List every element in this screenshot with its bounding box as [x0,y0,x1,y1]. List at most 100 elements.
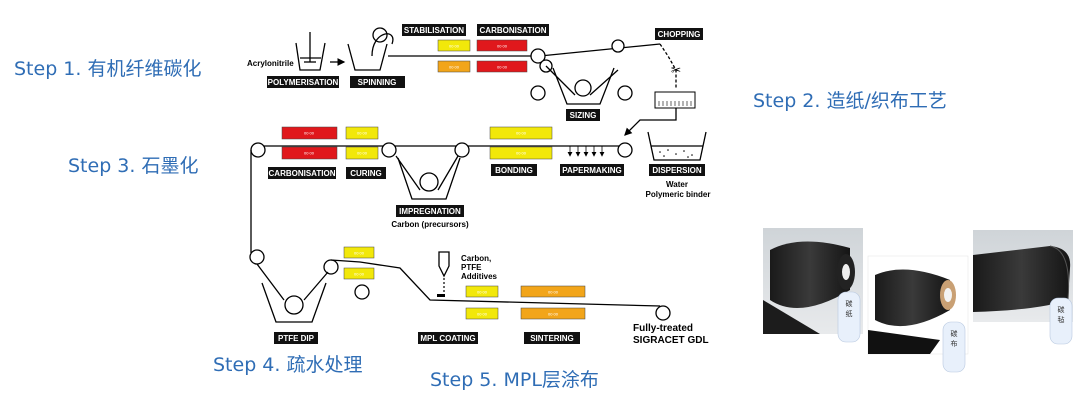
roller [381,142,397,158]
roller [530,48,546,64]
chopping-box [655,28,703,40]
spinning-label: SPINNING [358,78,397,87]
ptfe-oven-2 [343,267,375,280]
bonding-box [491,164,537,176]
ptfe-dip-bath [256,263,329,323]
final-label-1: Fully-treated [633,323,693,334]
acrylonitrile-label: Acrylonitrile [247,59,294,68]
oven-text: 00 00 [304,151,315,156]
oven-text: 00 00 [497,65,508,70]
binder-label: Polymeric binder [646,190,711,199]
chopping-path [659,43,677,88]
sizing-label: SIZING [570,111,597,120]
polymerisation-vessel [295,32,326,71]
oven-text: 00 00 [354,251,365,256]
carbon-cloth-photo: 碳 布 [867,255,969,373]
oven-text: 00 00 [548,312,559,317]
curing-oven-1 [345,126,379,140]
ptfe-dip-box [274,332,318,344]
step-2-label: Step 2. 造纸/织布工艺 [753,90,947,112]
carbonisation-top-label: CARBONISATION [480,26,547,35]
oven-text: 00 00 [354,272,365,277]
chopped-fiber-marks [658,101,692,106]
additive-label-2: PTFE [461,263,482,272]
roller [354,284,370,300]
oven-text: 00 00 [497,44,508,49]
carbonisation-mid-box [268,167,336,179]
bonding-oven-2 [489,146,553,160]
oven-text: 00 00 [449,44,460,49]
feed-arrow [624,108,677,136]
oven-text: 00 00 [477,290,488,295]
oven-text: 00 00 [477,312,488,317]
carbonisation-top-box [477,24,549,36]
mpl-coating-label: MPL COATING [420,334,475,343]
roller [611,39,625,53]
chopped-fibers [654,91,696,109]
paper-caption-2: 纸 [846,309,853,318]
sintering-oven-1 [520,285,586,298]
mpl-oven-2 [465,307,499,320]
impregnation-label: IMPREGNATION [399,207,461,216]
additive-dispenser [437,251,450,297]
oven-text: 00 00 [516,131,527,136]
impregnation-box [396,205,464,217]
ptfe-oven-1 [343,246,375,259]
additive-label-1: Carbon, [461,254,491,263]
impregnation-bath [395,155,461,200]
water-label: Water [666,180,688,189]
sizing-box [566,109,600,121]
mpl-oven-1 [465,285,499,298]
final-label-2: SIGRACET GDL [633,335,709,346]
oven-text: 00 00 [516,151,527,156]
additive-label-3: Additives [461,272,498,281]
spinning-box [350,76,405,88]
curing-label: CURING [350,169,382,178]
web-line-bottom [330,259,661,307]
carbonisation-mid-label: CARBONISATION [269,169,336,178]
papermaking-box [560,164,624,176]
paper-caption-1: 碳 [846,299,853,308]
carbonisation-top-oven-2 [476,60,528,73]
felt-caption-2: 毡 [1058,315,1065,324]
roller [323,259,339,275]
dispersion-box [649,164,705,176]
carbon-precursors-label: Carbon (precursors) [391,220,469,229]
papermaking-label: PAPERMAKING [562,166,621,175]
roller [249,249,265,265]
spinning-vessel [347,27,394,71]
cloth-caption-2: 布 [951,339,958,348]
carbonisation-mid-oven-1 [281,126,338,140]
stabilisation-oven-2 [437,60,471,73]
curing-box [346,167,386,179]
oven-text: 00 00 [357,131,368,136]
sintering-oven-2 [520,307,586,320]
carbon-paper-photo: 碳 纸 [763,228,863,343]
dispersion-bath [647,131,707,161]
bonding-oven-1 [489,126,553,140]
papermaking-arrows [567,146,605,157]
polymerisation-box [267,76,339,88]
sintering-box [524,332,580,344]
roller [655,305,671,321]
step-3-label: Step 3. 石墨化 [68,155,198,177]
step-4-label: Step 4. 疏水处理 [213,354,362,376]
roller [454,142,470,158]
carbonisation-top-oven-1 [476,39,528,52]
stabilisation-oven-1 [437,39,471,52]
sintering-label: SINTERING [530,334,574,343]
roller [250,142,266,158]
carbonisation-mid-oven-2 [281,146,338,160]
polymerisation-label: POLYMERISATION [268,78,339,87]
oven-text: 00 00 [449,65,460,70]
scissors-icon: ✂ [671,63,681,77]
stabilisation-label: STABILISATION [404,26,464,35]
oven-text: 00 00 [548,290,559,295]
roller [617,142,633,158]
chopping-label: CHOPPING [658,30,701,39]
stabilisation-box [402,24,466,36]
step-5-label: Step 5. MPL层涂布 [430,369,599,391]
dispersion-label: DISPERSION [652,166,702,175]
roller [530,85,546,101]
